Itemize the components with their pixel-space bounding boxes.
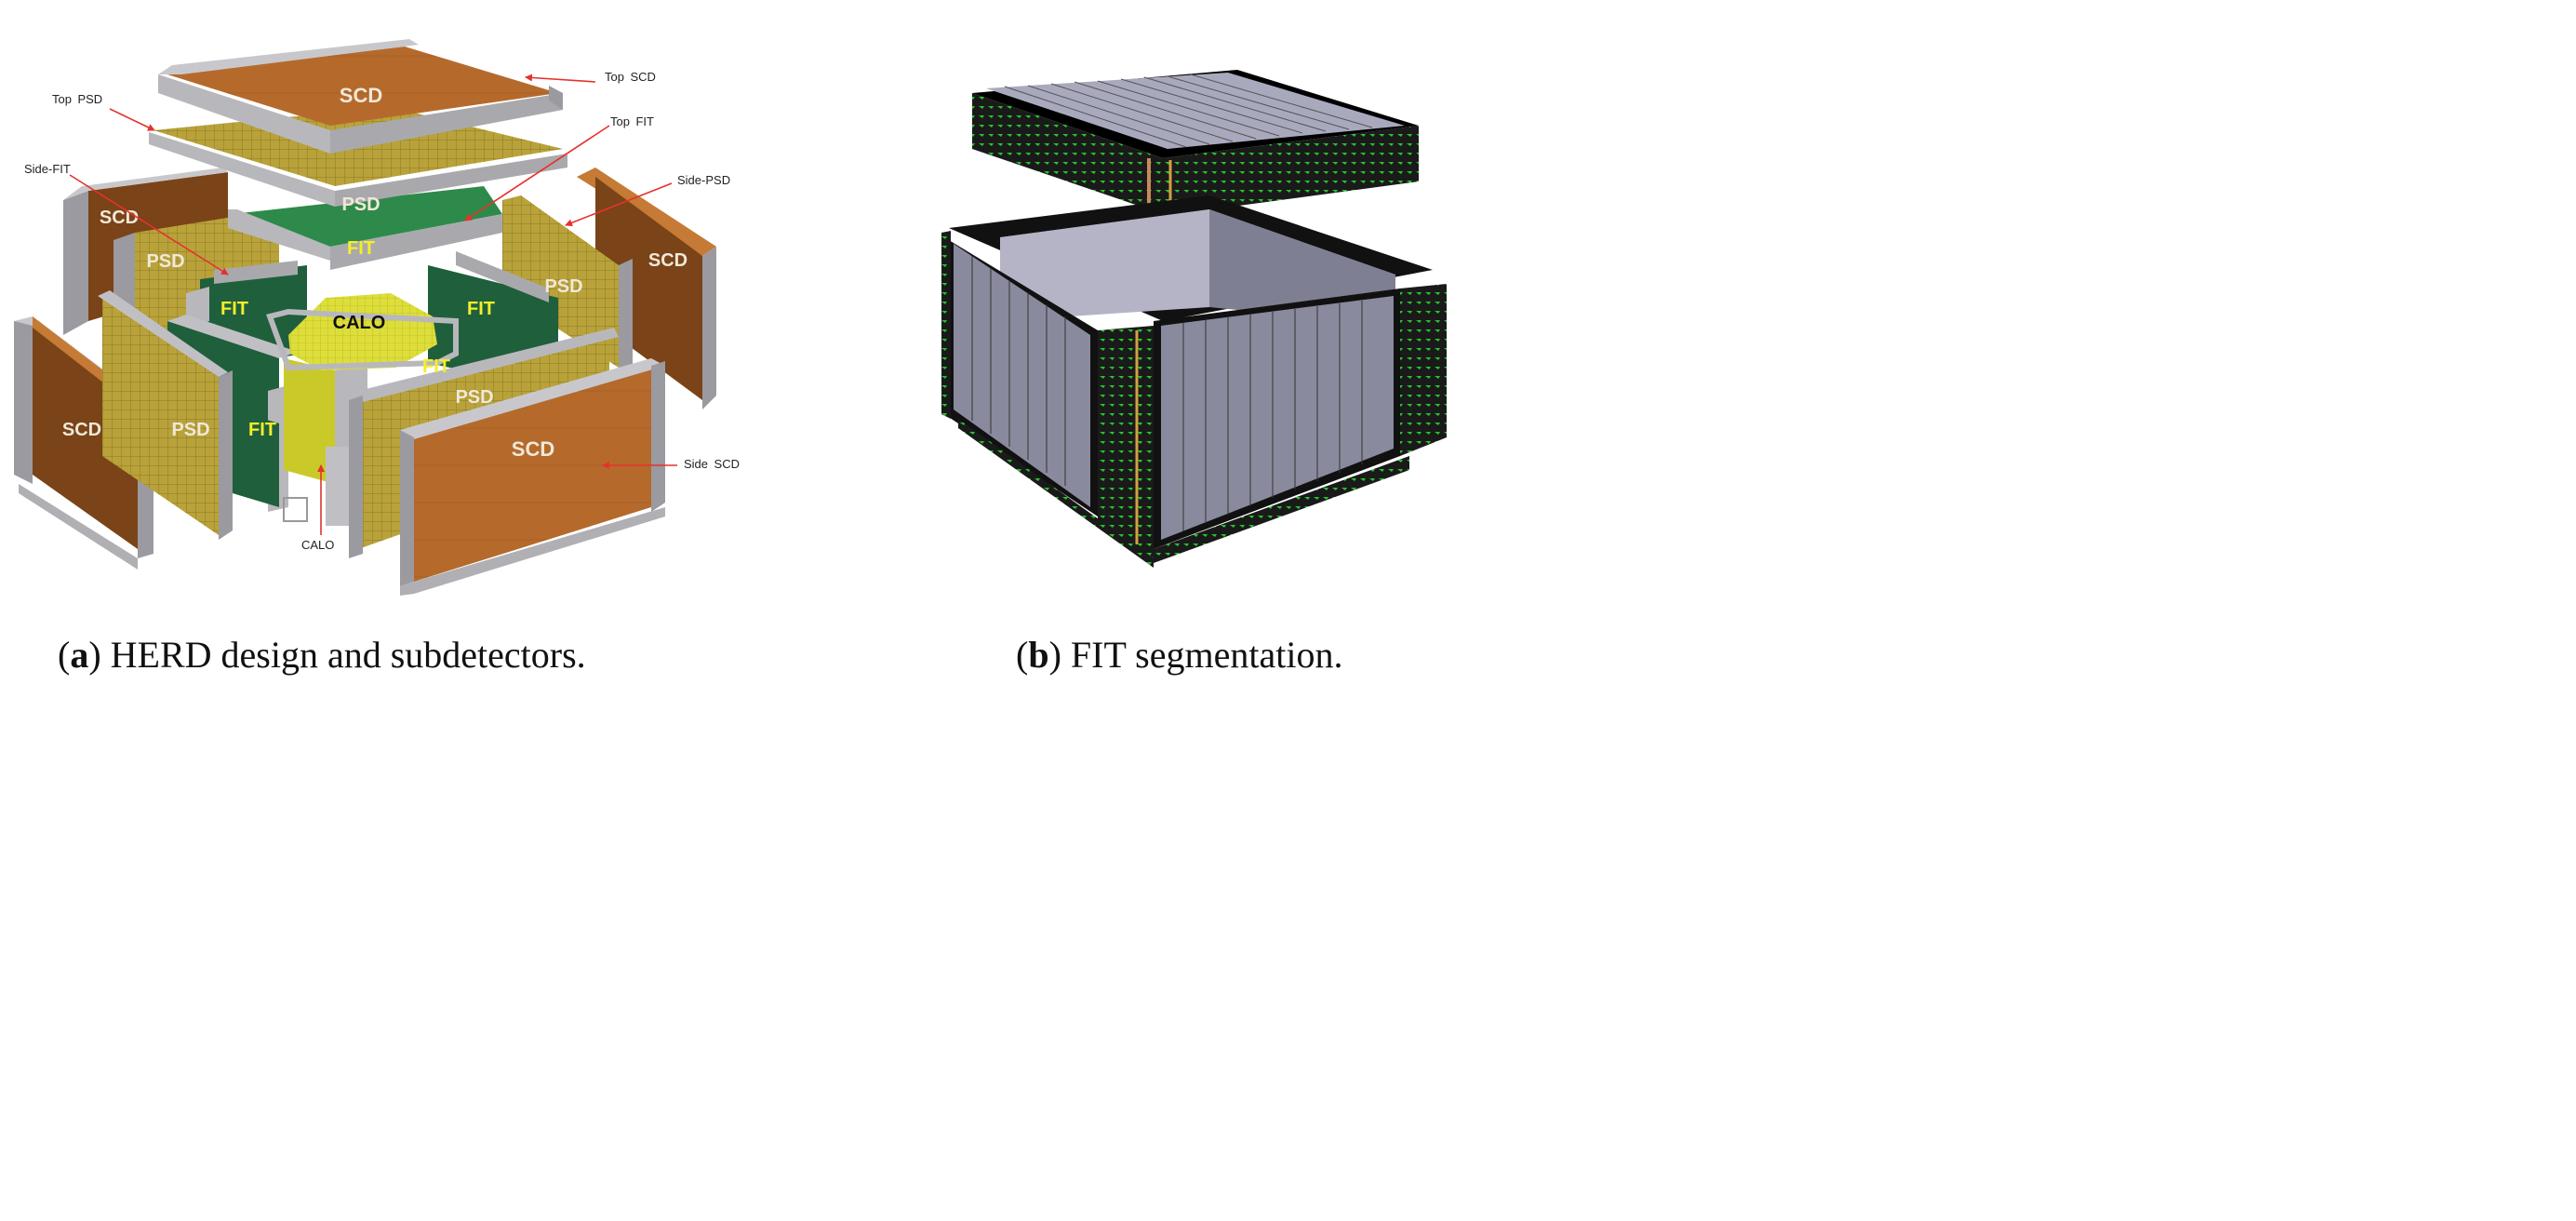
label-front-right-psd: PSD bbox=[455, 387, 493, 408]
panel-a-callouts: Top SCD Top PSD Top FIT Side-FIT Side-PS… bbox=[24, 70, 740, 552]
label-back-right-scd: SCD bbox=[648, 250, 687, 271]
label-fit-left: FIT bbox=[220, 299, 248, 319]
fit-lid bbox=[972, 70, 1419, 216]
caption-a-text: HERD design and subdetectors. bbox=[110, 634, 586, 676]
back-right-psd-panel bbox=[502, 195, 633, 382]
callout-top-psd: Top PSD bbox=[52, 92, 102, 106]
front-right-scd-panel bbox=[400, 358, 665, 596]
panel-a-labels: SCD PSD FIT SCD PSD SCD PSD FIT FIT CALO… bbox=[62, 84, 687, 461]
back-right-scd-panel bbox=[577, 168, 716, 409]
panel-b-diagram bbox=[941, 70, 1447, 568]
callout-top-fit: Top FIT bbox=[610, 114, 654, 128]
top-scd-panel bbox=[158, 39, 563, 154]
label-front-left-psd: PSD bbox=[171, 420, 209, 440]
panel-a-diagram: SCD PSD FIT SCD PSD SCD PSD FIT FIT CALO… bbox=[14, 39, 740, 596]
label-front-right-scd: SCD bbox=[512, 437, 554, 461]
figure: SCD PSD FIT SCD PSD SCD PSD FIT FIT CALO… bbox=[14, 39, 1447, 596]
label-top-scd: SCD bbox=[340, 84, 382, 107]
front-left-fit-panel bbox=[233, 409, 279, 507]
label-back-right-psd: PSD bbox=[544, 276, 582, 297]
fit-box-body bbox=[941, 195, 1447, 568]
top-fit-panel bbox=[228, 186, 502, 270]
caption-b: (b) FIT segmentation. bbox=[1016, 634, 1343, 676]
label-back-left-scd: SCD bbox=[100, 208, 139, 228]
label-fit-right: FIT bbox=[467, 299, 495, 319]
label-top-fit: FIT bbox=[347, 238, 375, 259]
caption-b-text: FIT segmentation. bbox=[1070, 634, 1343, 676]
label-front-left-scd: SCD bbox=[62, 420, 101, 440]
caption-a-letter: a bbox=[70, 634, 89, 676]
front-left-psd-panel bbox=[98, 290, 233, 540]
label-top-psd: PSD bbox=[341, 195, 380, 215]
caption-a: (a) HERD design and subdetectors. bbox=[58, 634, 586, 676]
callout-top-scd: Top SCD bbox=[605, 70, 656, 84]
panel-a-callout-arrows bbox=[69, 74, 677, 535]
label-calo: CALO bbox=[333, 313, 386, 333]
callout-side-psd: Side-PSD bbox=[677, 173, 730, 187]
callout-side-fit: Side-FIT bbox=[24, 162, 71, 176]
label-back-left-psd: PSD bbox=[146, 251, 184, 272]
label-fit-center: FIT bbox=[422, 356, 450, 377]
caption-b-letter: b bbox=[1028, 634, 1049, 676]
label-front-left-fit: FIT bbox=[248, 420, 276, 440]
callout-calo: CALO bbox=[301, 538, 334, 552]
callout-side-scd: Side SCD bbox=[684, 457, 740, 471]
